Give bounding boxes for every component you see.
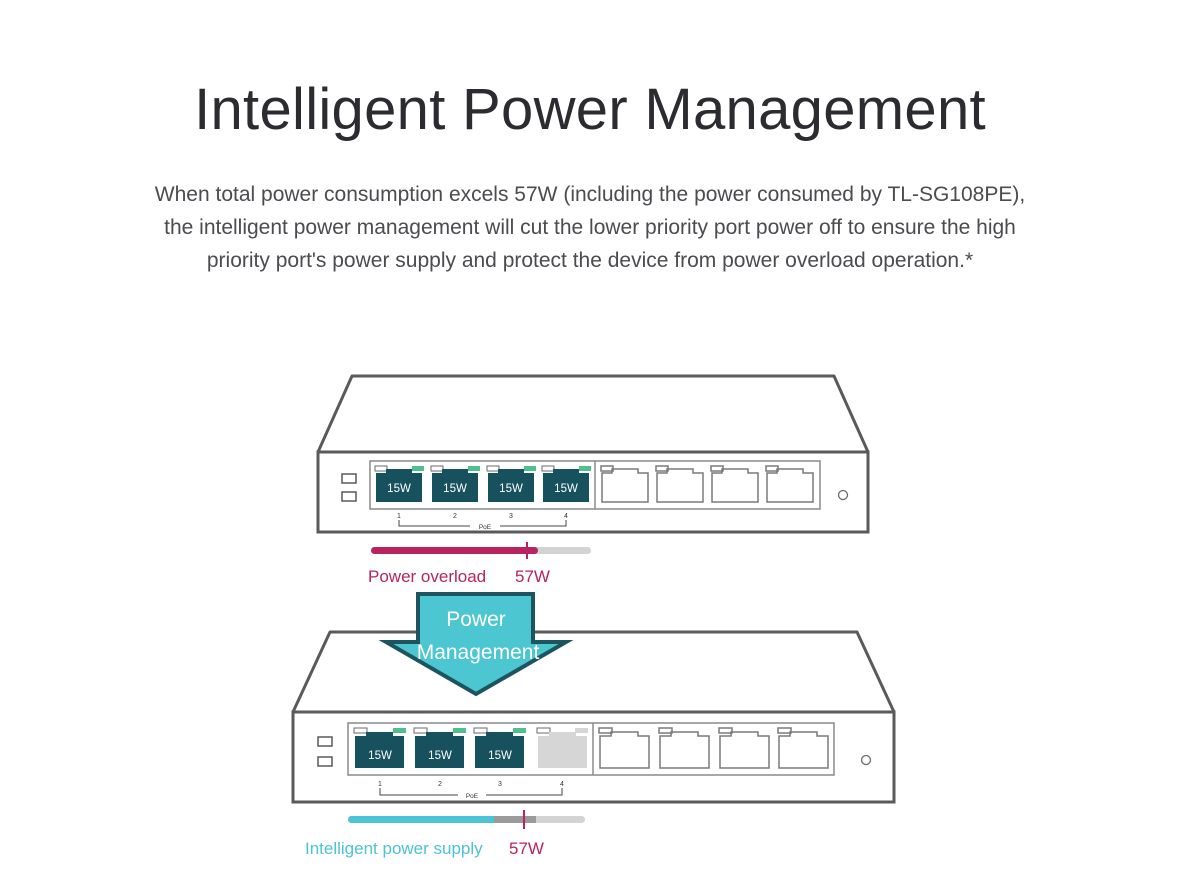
top-switch: 15W 15W 15W 15W	[316, 374, 870, 534]
bottom-switch: 15W 15W 15W	[291, 630, 896, 804]
svg-text:3: 3	[498, 781, 502, 788]
description-paragraph: When total power consumption excels 57W …	[154, 183, 1026, 272]
top-poe-port-4: 15W	[541, 465, 591, 502]
svg-text:4: 4	[560, 781, 564, 788]
port-wattage-label: 15W	[554, 483, 578, 495]
top-power-bar	[371, 542, 591, 559]
top-threshold-label: 57W	[515, 567, 550, 586]
arrow-label-line1: Power	[446, 608, 506, 631]
bottom-standard-ports	[598, 727, 829, 769]
bottom-poe-port-1: 15W	[353, 727, 406, 768]
port-wattage-label: 15W	[443, 483, 467, 495]
poe-label: PoE	[466, 793, 479, 800]
intelligent-supply-label: Intelligent power supply	[305, 839, 483, 858]
power-overload-label: Power overload	[368, 567, 486, 586]
svg-text:1: 1	[378, 781, 382, 788]
poe-label: PoE	[479, 524, 492, 531]
svg-text:2: 2	[453, 513, 457, 520]
arrow-label-line2: Management	[417, 641, 540, 664]
bottom-poe-port-3: 15W	[473, 727, 526, 768]
top-poe-port-2: 15W	[430, 465, 480, 502]
port-wattage-label: 15W	[428, 750, 452, 762]
port-wattage-label: 15W	[499, 483, 523, 495]
port-wattage-label: 15W	[488, 750, 512, 762]
bottom-poe-bracket: 1 2 3 4 PoE	[378, 781, 564, 800]
svg-text:2: 2	[438, 781, 442, 788]
top-standard-ports	[600, 465, 814, 503]
power-management-arrow: Power Management	[378, 592, 574, 697]
top-poe-port-1: 15W	[374, 465, 424, 502]
bottom-threshold-label: 57W	[509, 839, 544, 858]
svg-text:1: 1	[397, 513, 401, 520]
bottom-poe-port-4-disabled	[536, 727, 588, 768]
top-poe-bracket: 1 2 3 4 PoE	[397, 513, 568, 531]
port-wattage-label: 15W	[368, 750, 392, 762]
port-wattage-label: 15W	[387, 483, 411, 495]
svg-text:4: 4	[564, 513, 568, 520]
page-title: Intelligent Power Management	[194, 77, 986, 142]
bottom-poe-port-2: 15W	[413, 727, 466, 768]
top-poe-port-3: 15W	[486, 465, 536, 502]
svg-text:3: 3	[509, 513, 513, 520]
bottom-power-bar	[348, 810, 585, 829]
